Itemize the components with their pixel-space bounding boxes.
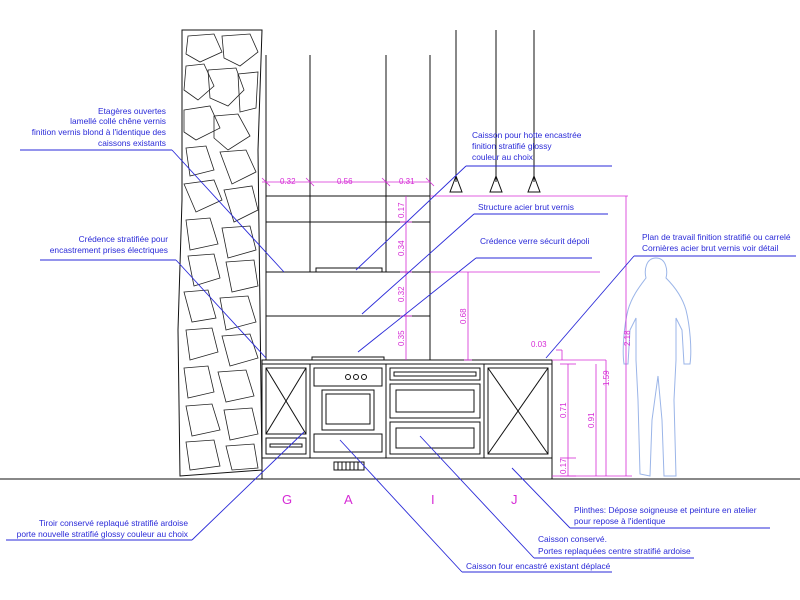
note-line: caissons existants [98, 138, 166, 148]
cabinet-markers: G A I J [282, 492, 519, 507]
dim-h2: 0.34 [397, 240, 406, 256]
human-silhouette [622, 257, 692, 477]
annotation-caisson-conserve: Caisson conservé. Portes replaquées cent… [538, 534, 691, 556]
note-line: pour repose à l'identique [574, 516, 666, 526]
dim-h3: 0.32 [397, 286, 406, 302]
base-cabinets [261, 363, 553, 480]
steel-uprights [265, 30, 535, 360]
dim-159: 1.59 [602, 370, 611, 386]
note-line: Structure acier brut vernis [478, 202, 574, 212]
stone-wall [177, 29, 263, 477]
marker-j: J [511, 492, 519, 507]
annotation-tiroir: Tiroir conservé replaqué stratifié ardoi… [17, 518, 189, 539]
note-line: Tiroir conservé replaqué stratifié ardoi… [39, 518, 188, 528]
dim-w3: 0.31 [399, 177, 415, 186]
dim-w2: 0.56 [337, 177, 353, 186]
note-line: Crédence verre sécurit dépoli [480, 236, 590, 246]
countertop [261, 359, 553, 365]
note-line: Caisson pour hotte encastrée [472, 130, 582, 140]
cooktop [311, 356, 385, 361]
dim-caisson: 0.71 [559, 402, 568, 418]
dim-218: 2.18 [623, 330, 632, 346]
note-line: finition stratifié glossy [472, 141, 552, 151]
note-line: Etagères ouvertes [98, 106, 166, 116]
dimension-lines [261, 177, 632, 477]
annotation-caisson-four: Caisson four encastré existant déplacé [466, 561, 611, 571]
dim-w1: 0.32 [280, 177, 296, 186]
marker-i: I [431, 492, 436, 507]
dim-credence: 0.68 [459, 308, 468, 324]
annotation-etageres: Etagères ouvertes lamellé collé chêne ve… [32, 106, 166, 148]
dimension-labels: 0.32 0.56 0.31 0.17 0.34 0.32 0.35 0.68 … [280, 177, 632, 474]
note-line: Portes replaquées centre stratifié ardoi… [538, 546, 691, 556]
note-line: Plan de travail finition stratifié ou ca… [642, 232, 791, 242]
annotation-credence-verre: Crédence verre sécurit dépoli [480, 236, 590, 246]
note-line: Cornières acier brut vernis voir détail [642, 243, 779, 253]
dim-plinthe: 0.17 [559, 458, 568, 474]
note-line: couleur au choix [472, 152, 534, 162]
annotation-caisson-hotte: Caisson pour hotte encastrée finition st… [472, 130, 582, 162]
note-line: encastrement prises électriques [50, 245, 168, 255]
annotation-plan-travail: Plan de travail finition stratifié ou ca… [642, 232, 791, 253]
leader-lines [6, 149, 796, 573]
annotation-structure: Structure acier brut vernis [478, 202, 574, 212]
dim-plan: 0.03 [531, 340, 547, 349]
annotation-credence-strat: Crédence stratifiée pour encastrement pr… [50, 234, 168, 255]
note-line: finition vernis blond à l'identique des [32, 127, 166, 137]
dim-h4: 0.35 [397, 330, 406, 346]
upper-shelves [265, 195, 431, 361]
dim-91: 0.91 [587, 412, 596, 428]
dim-h1: 0.17 [397, 202, 406, 218]
note-line: Caisson four encastré existant déplacé [466, 561, 611, 571]
note-line: Caisson conservé. [538, 534, 607, 544]
annotation-plinthes: Plinthes: Dépose soigneuse et peinture e… [574, 505, 757, 526]
marker-g: G [282, 492, 293, 507]
note-line: Crédence stratifiée pour [79, 234, 169, 244]
note-line: porte nouvelle stratifié glossy couleur … [17, 529, 189, 539]
note-line: Plinthes: Dépose soigneuse et peinture e… [574, 505, 757, 515]
note-line: lamellé collé chêne vernis [70, 116, 166, 126]
marker-a: A [344, 492, 354, 507]
pendant-lamps [449, 174, 541, 193]
